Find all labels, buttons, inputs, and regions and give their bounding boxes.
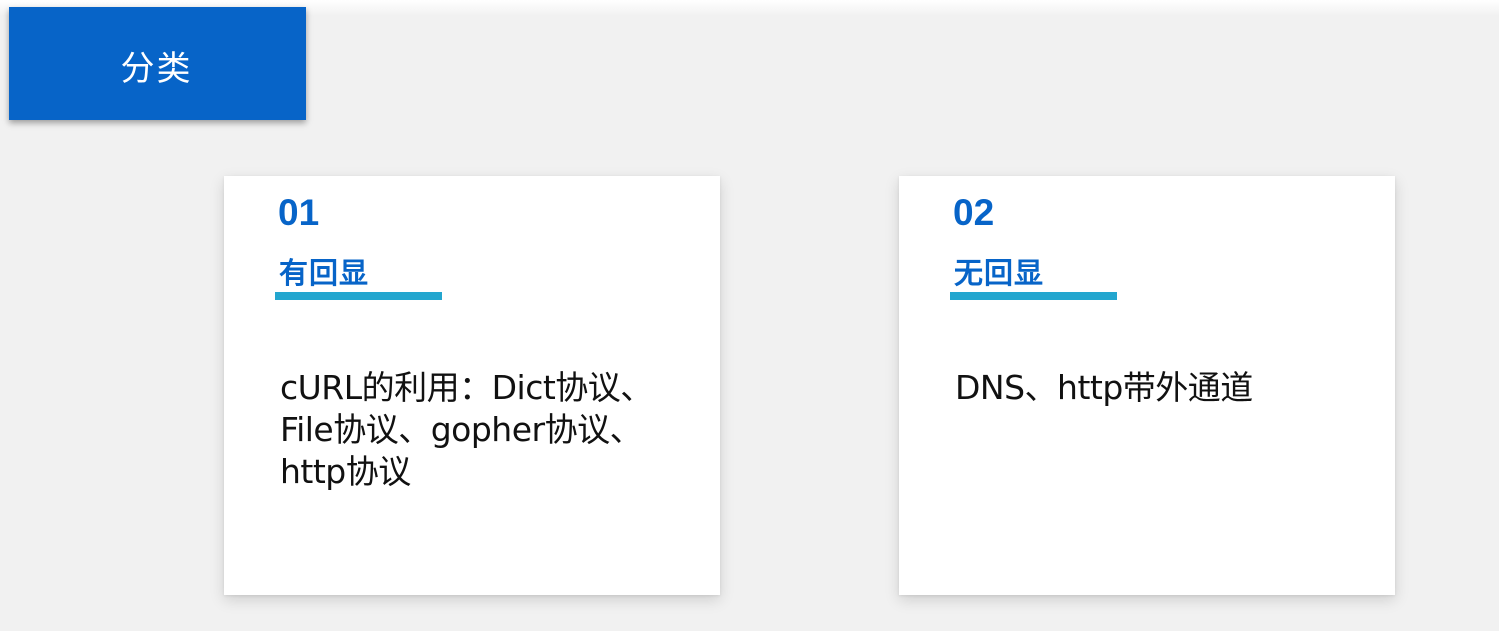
- card-body-line: http协议: [280, 452, 411, 491]
- card-body-line: cURL的利用：Dict协议、: [280, 368, 653, 407]
- heading-underline: [950, 292, 1117, 300]
- card-heading: 有回显: [279, 256, 370, 290]
- card-heading: 无回显: [954, 256, 1045, 290]
- category-card-echo: 01 有回显 cURL的利用：Dict协议、 File协议、gopher协议、 …: [224, 176, 720, 595]
- category-card-no-echo: 02 无回显 DNS、http带外通道: [899, 176, 1395, 595]
- section-title: 分类: [120, 49, 193, 89]
- section-header: 分类: [9, 7, 306, 120]
- card-body: cURL的利用：Dict协议、 File协议、gopher协议、 http协议: [280, 367, 700, 493]
- top-strip: [0, 0, 1499, 16]
- card-body-line: DNS、http带外通道: [955, 368, 1253, 407]
- card-body-line: File协议、gopher协议、: [280, 410, 643, 449]
- card-number: 01: [278, 192, 320, 233]
- heading-underline: [275, 292, 442, 300]
- card-body: DNS、http带外通道: [955, 367, 1375, 409]
- card-number: 02: [953, 192, 995, 233]
